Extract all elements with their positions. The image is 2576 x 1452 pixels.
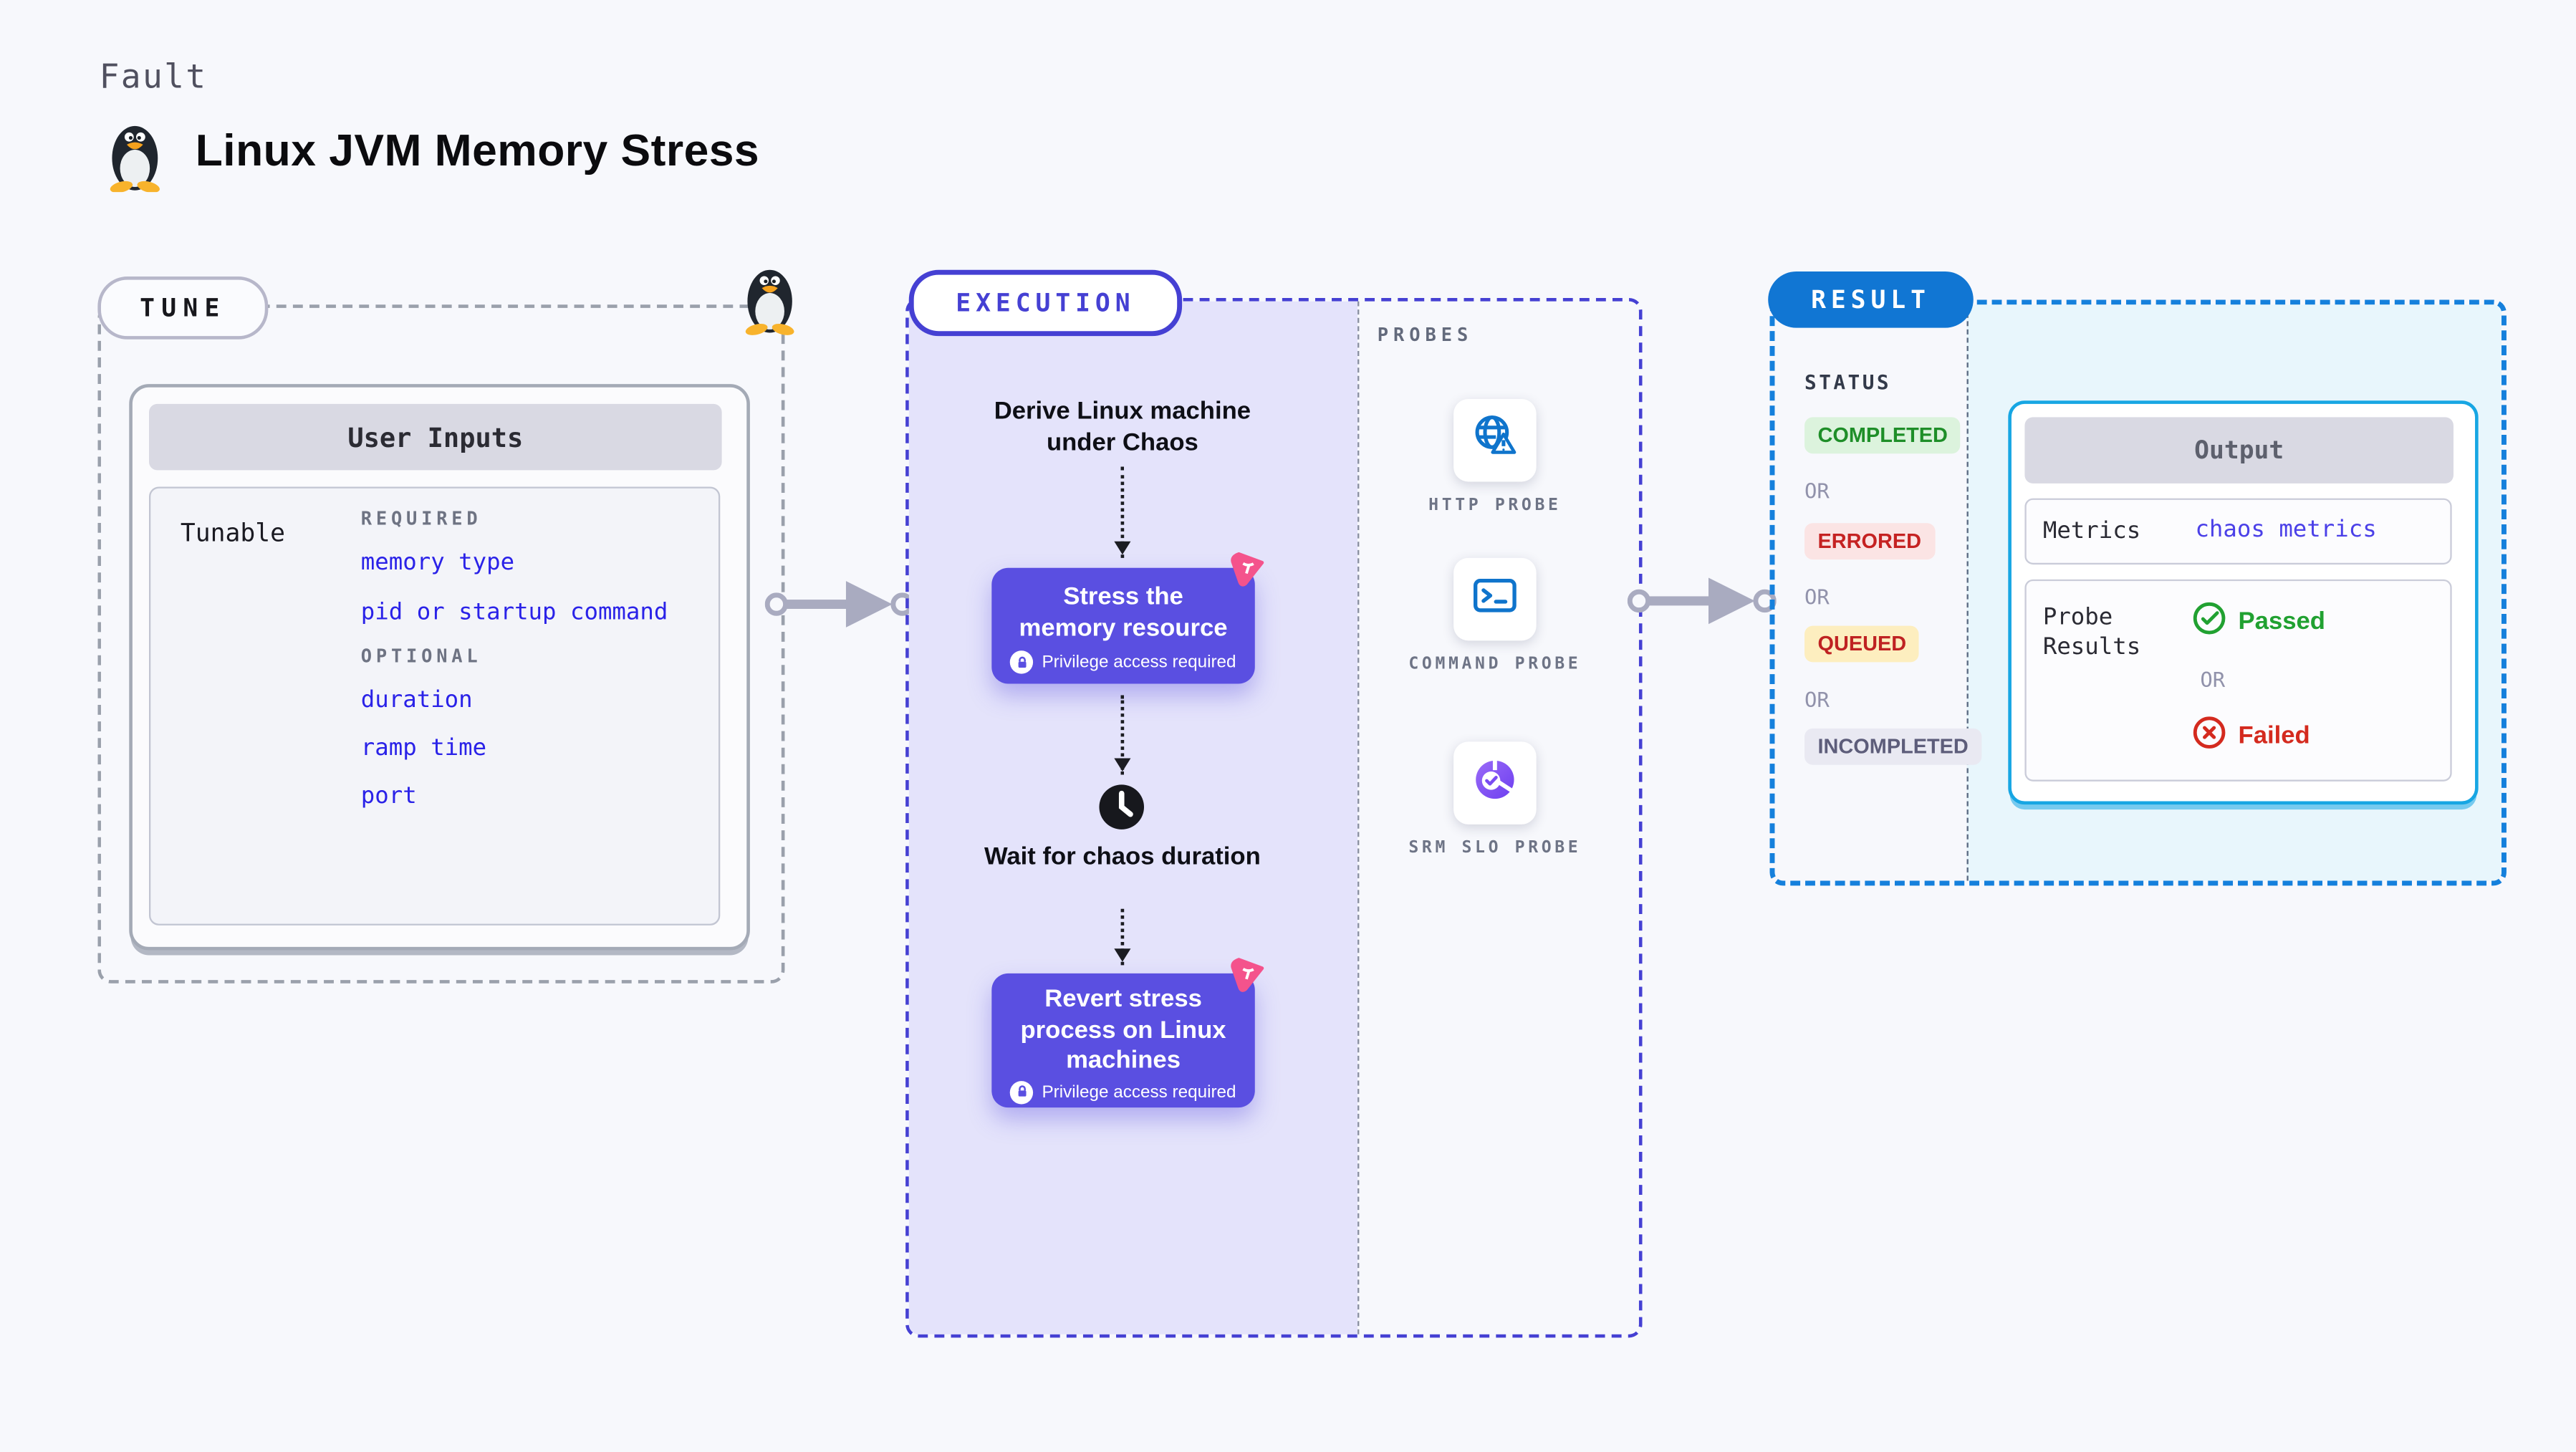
chaos-icon — [1226, 548, 1268, 590]
privilege-note: Privilege access required — [1042, 652, 1236, 673]
step-revert-label: Revert stress process on Linux machines — [1020, 985, 1226, 1074]
status-badge-errored: ERRORED — [1804, 523, 1935, 560]
output-card-title: Output — [2024, 417, 2454, 484]
status-badge-queued: QUEUED — [1804, 625, 1920, 663]
user-inputs-title: User Inputs — [148, 403, 722, 471]
param-port: port — [360, 783, 417, 810]
failed-label: Failed — [2238, 721, 2310, 750]
probe-results-label: Probe Results — [2042, 604, 2141, 661]
status-column-label: STATUS — [1804, 370, 1892, 395]
status-badge-completed: COMPLETED — [1804, 417, 1961, 454]
user-inputs-card: User Inputs Tunable REQUIRED memory type… — [129, 384, 750, 951]
or-separator: OR — [1804, 584, 1830, 610]
passed-label: Passed — [2238, 607, 2325, 636]
fault-kicker: Fault — [99, 56, 208, 97]
page-title: Linux JVM Memory Stress — [195, 125, 760, 176]
x-circle-icon — [2192, 715, 2227, 756]
status-badge-incompleted: INCOMPLETED — [1804, 728, 1982, 765]
output-card: Output Metrics chaos metrics Probe Resul… — [2008, 400, 2479, 805]
or-separator: OR — [1804, 478, 1830, 504]
slo-pie-check-icon — [1470, 754, 1519, 812]
result-section-box: STATUS COMPLETED OR ERRORED OR QUEUED OR… — [1769, 299, 2507, 886]
dotted-arrow-icon — [1113, 695, 1130, 775]
command-probe-label: COMMAND PROBE — [1408, 655, 1582, 674]
tune-section-box — [97, 304, 785, 984]
clock-icon — [1097, 783, 1145, 831]
lock-icon — [1010, 650, 1034, 674]
tunable-row-label: Tunable — [180, 518, 286, 548]
execution-section-box: PROBES Derive Linux machine under Chaos … — [905, 297, 1643, 1338]
probe-results-row: Probe Results Passed OR — [2024, 579, 2452, 782]
param-memory-type: memory type — [360, 549, 515, 577]
metrics-row: Metrics chaos metrics — [2024, 498, 2452, 565]
execution-to-result-arrow-icon — [1627, 571, 1777, 630]
lock-icon — [1010, 1080, 1034, 1104]
tunable-list: Tunable REQUIRED memory type pid or star… — [148, 486, 721, 925]
check-circle-icon — [2192, 601, 2227, 643]
http-probe-label: HTTP PROBE — [1428, 496, 1562, 515]
tune-badge: TUNE — [97, 276, 269, 340]
status-divider — [1966, 304, 1969, 881]
step-stress-label: Stress the memory resource — [1019, 582, 1228, 642]
tux-penguin-icon — [105, 117, 166, 193]
srm-slo-probe-label: SRM SLO PROBE — [1408, 839, 1582, 858]
or-separator: OR — [2200, 667, 2226, 693]
metrics-value: chaos metrics — [2195, 516, 2377, 544]
step-revert-stress-node: Revert stress process on Linux machines … — [991, 973, 1255, 1108]
param-ramp-time: ramp time — [360, 735, 487, 762]
command-probe-card — [1453, 557, 1537, 641]
probes-divider — [1357, 301, 1360, 1335]
optional-section-label: OPTIONAL — [360, 645, 482, 668]
probes-section-label: PROBES — [1377, 324, 1474, 347]
globe-alert-icon — [1470, 411, 1519, 469]
step-wait-duration: Wait for chaos duration — [984, 842, 1261, 871]
metrics-label: Metrics — [2042, 518, 2141, 545]
privilege-note: Privilege access required — [1042, 1082, 1236, 1102]
result-badge: RESULT — [1768, 271, 1974, 328]
param-duration: duration — [360, 687, 473, 714]
step-stress-memory-node: Stress the memory resource Privilege acc… — [991, 567, 1255, 684]
required-section-label: REQUIRED — [360, 508, 482, 530]
http-probe-card — [1453, 398, 1537, 482]
param-pid-or-startup-command: pid or startup command — [360, 599, 668, 626]
dotted-arrow-icon — [1113, 466, 1130, 558]
execution-badge: EXECUTION — [908, 269, 1183, 337]
probe-result-failed: Failed — [2192, 715, 2310, 756]
step-derive-machine: Derive Linux machine under Chaos — [994, 397, 1251, 457]
dotted-arrow-icon — [1113, 908, 1130, 966]
or-separator: OR — [1804, 687, 1830, 712]
probe-result-passed: Passed — [2192, 601, 2325, 643]
tune-to-execution-arrow-icon — [764, 574, 914, 634]
terminal-icon — [1470, 570, 1519, 628]
tux-penguin-icon-small — [740, 260, 799, 336]
srm-slo-probe-card — [1453, 741, 1537, 824]
chaos-icon — [1226, 953, 1268, 995]
